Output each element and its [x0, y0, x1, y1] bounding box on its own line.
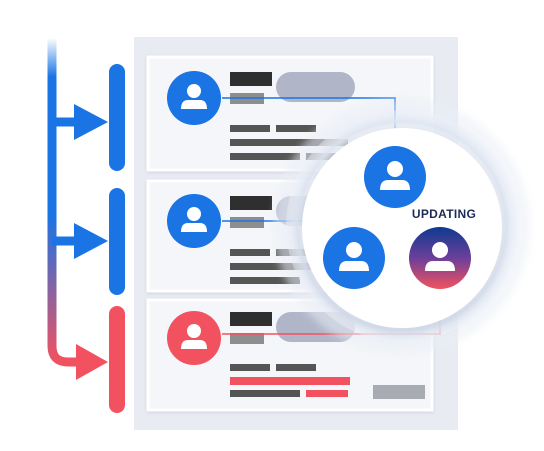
text-line: [230, 153, 300, 160]
row-bar-1: [109, 64, 125, 171]
user-icon: [425, 242, 455, 271]
text-line: [230, 249, 270, 256]
name-placeholder: [230, 312, 272, 326]
subtitle-placeholder: [230, 217, 264, 228]
text-line: [230, 277, 300, 284]
magnifier-lens: [274, 98, 530, 354]
user-icon: [380, 161, 410, 190]
magnified-avatar-updating: [409, 227, 471, 289]
text-line: [230, 390, 300, 397]
changed-text-line: [306, 390, 348, 397]
subtitle-placeholder: [230, 333, 264, 344]
action-placeholder: [373, 385, 425, 399]
branch-arrow-1: [74, 104, 108, 140]
record-card-1: [146, 55, 434, 172]
trunk-line: [47, 38, 80, 367]
user-icon: [339, 242, 369, 271]
user-icon: [181, 84, 207, 109]
branch-arrow-3: [76, 344, 108, 380]
name-placeholder: [230, 72, 272, 86]
text-line: [230, 364, 270, 371]
changed-text-line: [230, 377, 350, 385]
row-bar-2: [109, 188, 125, 295]
updating-status-label: UPDATING: [411, 207, 477, 221]
magnified-avatar-1: [364, 146, 426, 208]
status-pill: [276, 72, 355, 102]
user-icon: [181, 324, 207, 349]
magnified-avatar-2: [323, 227, 385, 289]
user-icon: [181, 207, 207, 232]
text-line: [230, 139, 348, 146]
text-line: [230, 125, 270, 132]
branch-arrow-2: [74, 223, 108, 259]
text-line: [276, 125, 316, 132]
flow-connector: [47, 38, 125, 413]
text-line: [276, 364, 316, 371]
name-placeholder: [230, 196, 272, 210]
row-bar-3: [109, 306, 125, 413]
